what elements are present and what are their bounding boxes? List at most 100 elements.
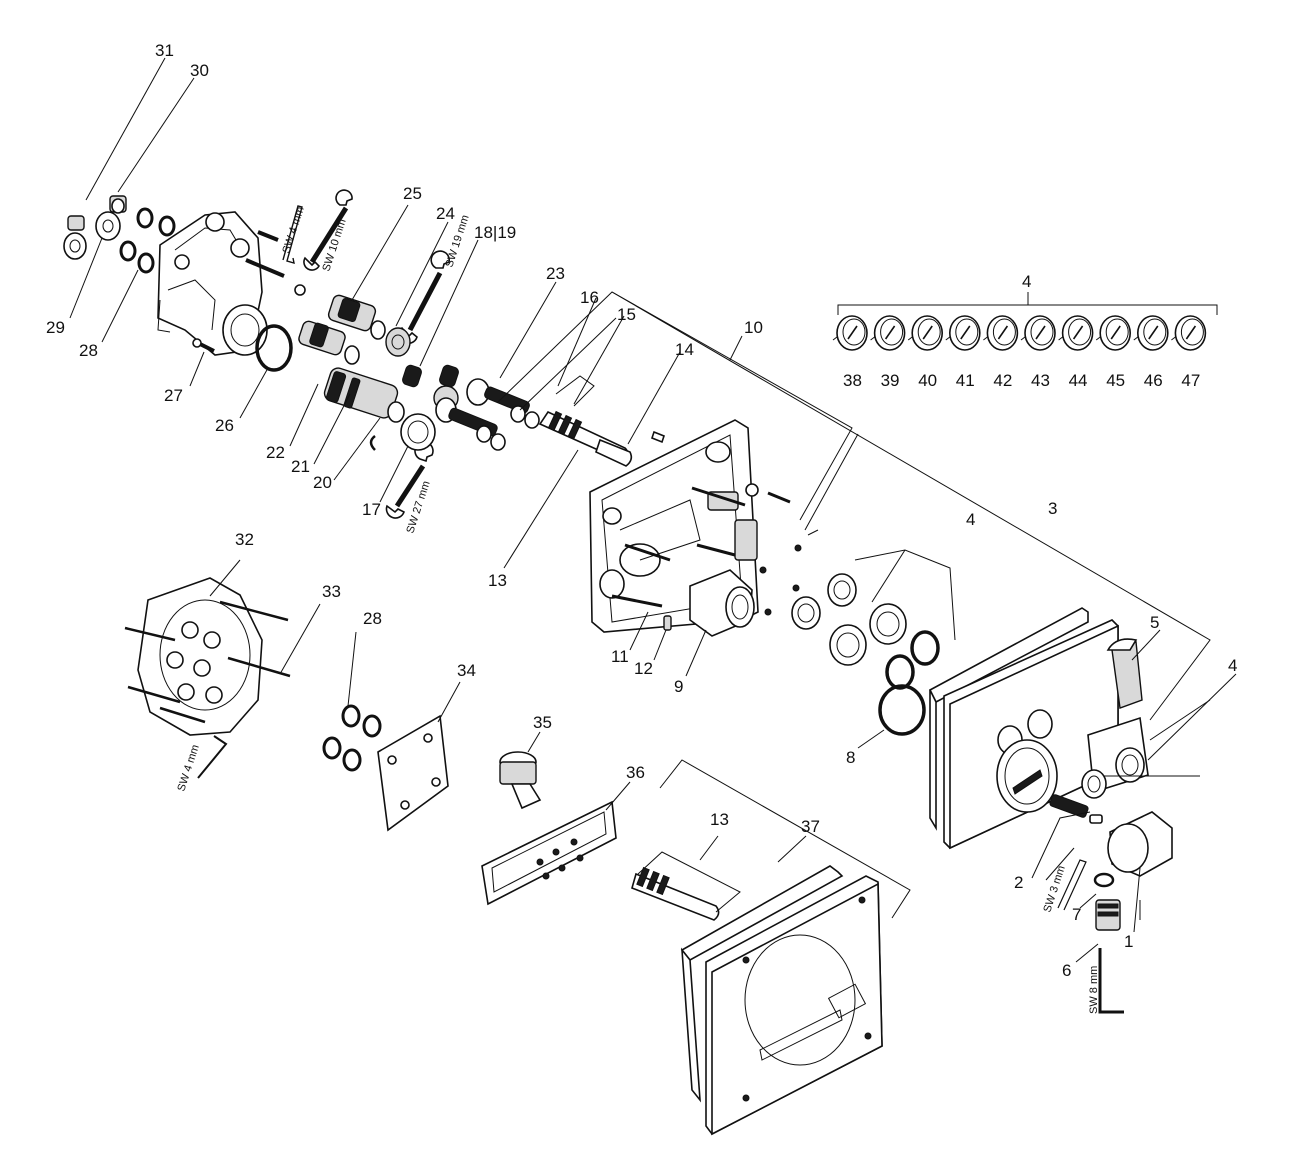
label-3: 3 bbox=[1048, 499, 1057, 518]
valve-body bbox=[157, 211, 268, 356]
button-cap-47 bbox=[1171, 315, 1207, 351]
label-45: 45 bbox=[1106, 371, 1125, 390]
rough-in-body-32 bbox=[124, 577, 291, 736]
label-44: 44 bbox=[1069, 371, 1088, 390]
leader-brackets-right bbox=[1031, 699, 1211, 920]
label-18-19: 18|19 bbox=[474, 223, 516, 242]
label-16: 16 bbox=[580, 288, 599, 307]
cartridge-25 bbox=[327, 294, 386, 340]
label-42: 42 bbox=[993, 371, 1012, 390]
extension-14-15 bbox=[538, 410, 633, 467]
small-screws bbox=[759, 544, 802, 616]
tool-allen-sw8 bbox=[1098, 948, 1124, 1014]
button-cap-44 bbox=[1058, 315, 1094, 351]
tool-label-sw4-bottom: SW 4 mm bbox=[175, 743, 201, 793]
label-29: 29 bbox=[46, 318, 65, 337]
label-20: 20 bbox=[313, 473, 332, 492]
label-28-bottom: 28 bbox=[363, 609, 382, 628]
label-25: 25 bbox=[403, 184, 422, 203]
nut-24 bbox=[385, 327, 411, 357]
valve-body-assembly bbox=[63, 195, 306, 372]
label-21: 21 bbox=[291, 457, 310, 476]
o-rings-8 bbox=[878, 630, 940, 736]
label-46: 46 bbox=[1144, 371, 1163, 390]
label-30: 30 bbox=[190, 61, 209, 80]
clip-20 bbox=[369, 435, 376, 451]
button-caps-row: 38 39 40 41 42 43 44 45 46 47 bbox=[832, 292, 1218, 390]
screw-27 bbox=[192, 338, 215, 353]
label-32: 32 bbox=[235, 530, 254, 549]
label-6: 6 bbox=[1062, 961, 1071, 980]
spindle-2 bbox=[1049, 794, 1103, 824]
label-13-top: 13 bbox=[488, 571, 507, 590]
tool-wrench-sw10 bbox=[303, 189, 353, 271]
shower-holder-5 bbox=[1081, 638, 1149, 799]
label-37: 37 bbox=[801, 817, 820, 836]
label-47: 47 bbox=[1181, 371, 1200, 390]
label-24: 24 bbox=[436, 204, 455, 223]
cartridge-21 bbox=[323, 367, 405, 423]
label-22: 22 bbox=[266, 443, 285, 462]
connector-6 bbox=[1095, 899, 1121, 931]
label-11: 11 bbox=[611, 647, 629, 666]
leader-36-37 bbox=[659, 759, 911, 919]
button-cap-38 bbox=[832, 315, 868, 351]
label-43: 43 bbox=[1031, 371, 1050, 390]
label-31: 31 bbox=[155, 41, 174, 60]
label-4-adapters: 4 bbox=[966, 510, 975, 529]
tool-label-sw4-top: SW 4 mm bbox=[280, 205, 306, 255]
tool-wrench-sw27 bbox=[385, 441, 434, 519]
leader-brackets-mid bbox=[807, 529, 956, 641]
tool-label-sw3: SW 3 mm bbox=[1041, 864, 1067, 914]
tool-wrench-sw19 bbox=[398, 250, 450, 345]
rough-in-box-37 bbox=[680, 865, 883, 1136]
fitting-29-31 bbox=[63, 195, 127, 260]
button-cap-45 bbox=[1095, 315, 1131, 351]
handle-1 bbox=[1107, 811, 1173, 877]
o-ring-26 bbox=[255, 324, 293, 372]
label-27: 27 bbox=[164, 386, 183, 405]
label-34: 34 bbox=[457, 661, 476, 680]
tool-allen-sw4-top bbox=[282, 205, 303, 264]
label-9: 9 bbox=[674, 677, 683, 696]
button-cap-40 bbox=[907, 315, 944, 351]
label-10: 10 bbox=[744, 318, 763, 337]
template-36 bbox=[481, 800, 617, 906]
label-38: 38 bbox=[843, 371, 862, 390]
callout-labels: 1 2 3 4 4 4 5 6 7 8 9 10 11 12 13 13 14 … bbox=[46, 41, 1237, 980]
label-2: 2 bbox=[1014, 873, 1023, 892]
label-14: 14 bbox=[675, 340, 694, 359]
label-33: 33 bbox=[322, 582, 341, 601]
tool-allen-sw4-bottom bbox=[197, 735, 228, 779]
label-8: 8 bbox=[846, 748, 855, 767]
extension-13-bottom bbox=[631, 866, 720, 921]
button-cap-41 bbox=[945, 315, 981, 351]
label-23: 23 bbox=[546, 264, 565, 283]
button-cap-42 bbox=[983, 315, 1019, 351]
label-36: 36 bbox=[626, 763, 645, 782]
button-cap-43 bbox=[1020, 315, 1056, 351]
o-rings-28-top bbox=[119, 207, 176, 274]
o-rings-28-bottom bbox=[322, 704, 382, 772]
tool-allen-sw3 bbox=[1057, 859, 1087, 911]
label-41: 41 bbox=[956, 371, 975, 390]
label-1: 1 bbox=[1124, 932, 1133, 951]
label-35: 35 bbox=[533, 713, 552, 732]
trim-plate-3 bbox=[928, 607, 1119, 850]
label-7: 7 bbox=[1072, 905, 1081, 924]
label-17: 17 bbox=[362, 500, 381, 519]
shafts-23 bbox=[435, 378, 540, 451]
label-39: 39 bbox=[881, 371, 900, 390]
cartridge-22 bbox=[298, 320, 360, 365]
label-15: 15 bbox=[617, 305, 636, 324]
label-26: 26 bbox=[215, 416, 234, 435]
tool-label-sw8: SW 8 mm bbox=[1088, 966, 1100, 1014]
button-cap-39 bbox=[870, 315, 906, 351]
label-40: 40 bbox=[918, 371, 937, 390]
label-12: 12 bbox=[634, 659, 653, 678]
cover-plate-34 bbox=[377, 714, 449, 832]
label-4-buttons: 4 bbox=[1022, 272, 1031, 291]
label-5: 5 bbox=[1150, 613, 1159, 632]
